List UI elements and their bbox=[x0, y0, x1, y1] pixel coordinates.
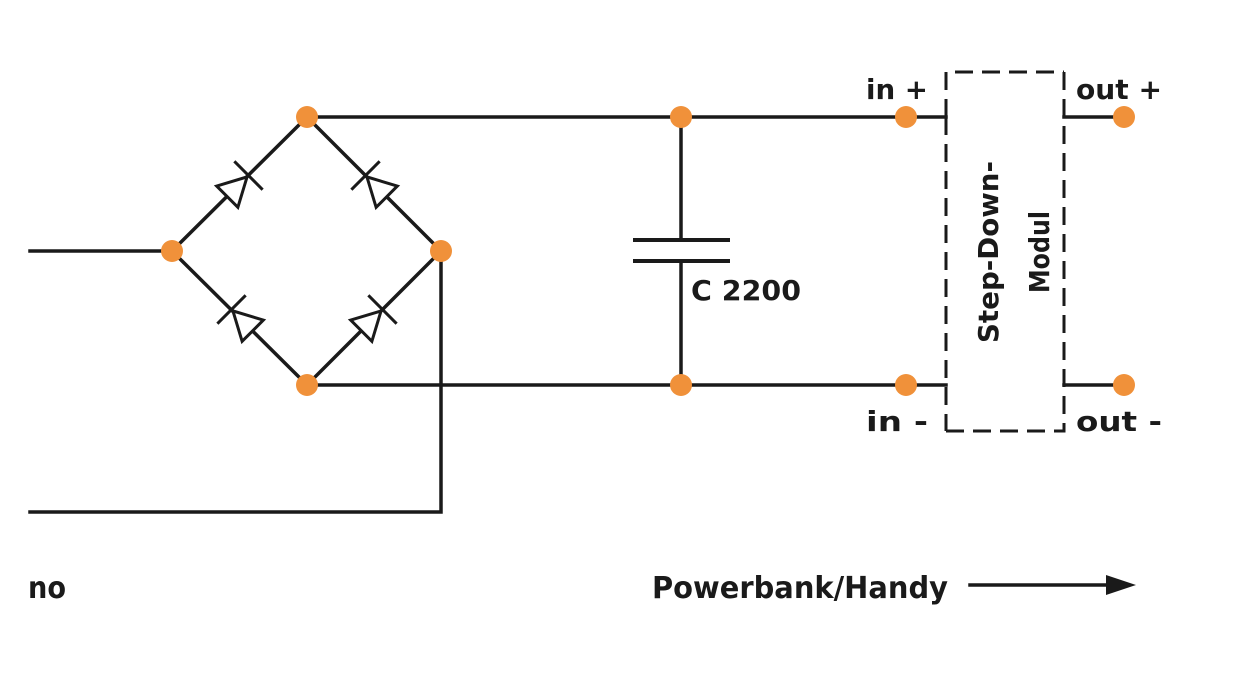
node-in-plus bbox=[895, 106, 917, 128]
module-outline-left bbox=[944, 70, 1064, 117]
input-wire-lower bbox=[28, 249, 443, 514]
out-minus-label: out - bbox=[1076, 405, 1162, 438]
left-partial-label: no bbox=[28, 571, 66, 606]
in-minus-label: in - bbox=[866, 405, 928, 438]
capacitor-label: C 2200 bbox=[691, 274, 801, 307]
node-in-minus bbox=[895, 374, 917, 396]
node-bridge-top bbox=[296, 106, 318, 128]
module-label-line1: Step-Down- bbox=[972, 161, 1005, 343]
module-label: Step-Down- Modul bbox=[972, 161, 1056, 343]
node-out-minus bbox=[1113, 374, 1135, 396]
node-bridge-left bbox=[161, 240, 183, 262]
right-arrow-icon bbox=[968, 575, 1136, 595]
circuit-nodes bbox=[161, 106, 1135, 396]
node-out-plus bbox=[1113, 106, 1135, 128]
module-outline-right bbox=[946, 72, 1066, 433]
in-plus-label: in + bbox=[866, 73, 928, 106]
node-bridge-bottom bbox=[296, 374, 318, 396]
diode-top-left bbox=[213, 160, 264, 211]
node-capacitor-top bbox=[670, 106, 692, 128]
destination-label: Powerbank/Handy bbox=[652, 571, 948, 606]
out-plus-label: out + bbox=[1076, 73, 1162, 106]
diode-bottom-right bbox=[347, 294, 398, 345]
module-label-line2: Modul bbox=[1023, 211, 1056, 293]
node-bridge-right bbox=[430, 240, 452, 262]
diode-top-right bbox=[350, 160, 401, 211]
node-capacitor-bottom bbox=[670, 374, 692, 396]
diode-bottom-left bbox=[216, 294, 267, 345]
